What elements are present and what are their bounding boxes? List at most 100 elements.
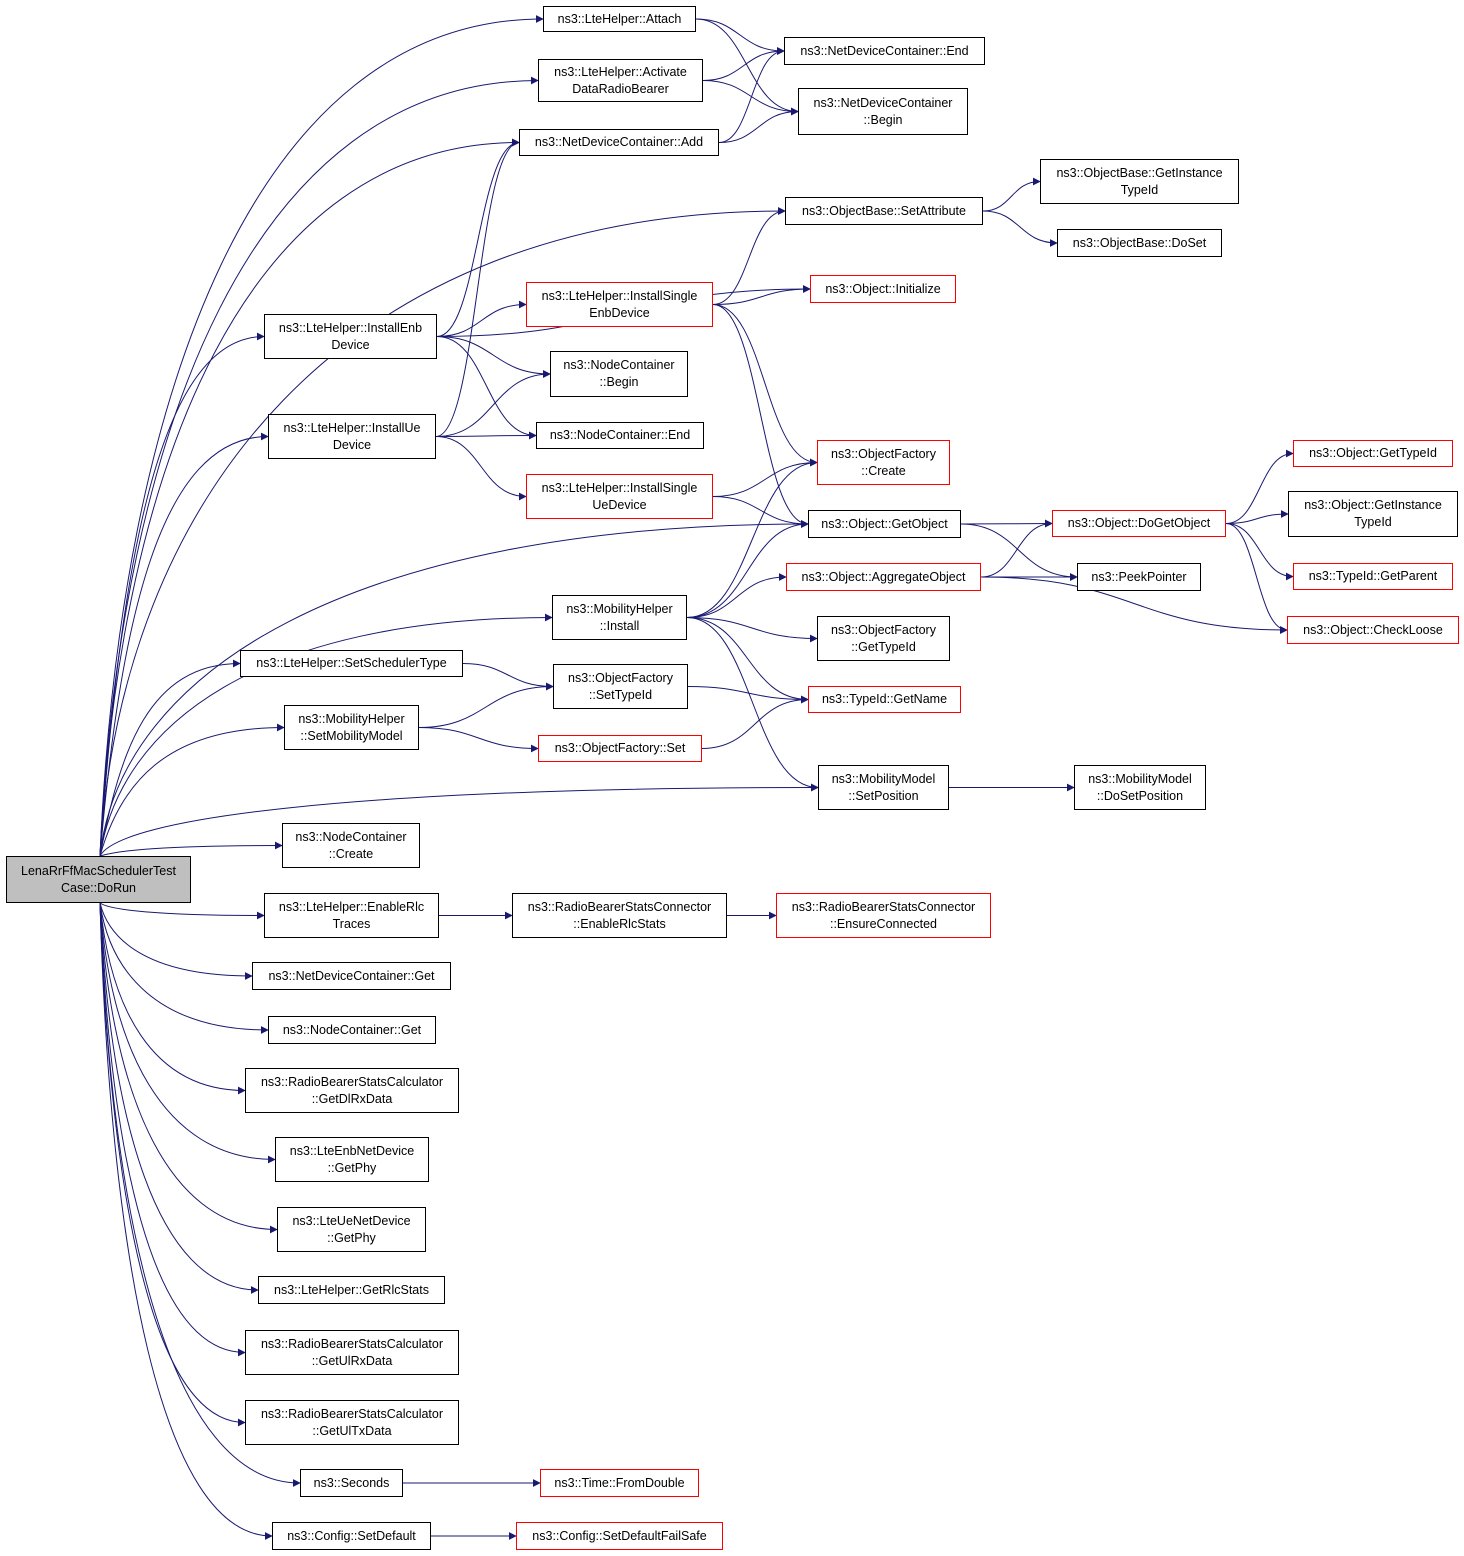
node-ltehelper-getrlcstats[interactable]: ns3::LteHelper::GetRlcStats: [258, 1276, 445, 1304]
edge-obj_dogetobject-to-obj_checkloose: [1225, 523, 1288, 634]
node-radiobearerstatscalculator-getulrxdata[interactable]: ns3::RadioBearerStatsCalculator ::GetUlR…: [245, 1330, 459, 1375]
node-netdevicecontainer-add[interactable]: ns3::NetDeviceContainer::Add: [519, 129, 719, 156]
edge-install_enb-to-install_single_enb: [436, 300, 527, 337]
node-time-fromdouble[interactable]: ns3::Time::FromDouble: [540, 1469, 699, 1497]
edge-install_enb-to-ndc_add: [436, 138, 520, 337]
edge-mob_install-to-obj_getobject: [686, 520, 809, 618]
edge-root-to-getrlcstats: [99, 902, 259, 1294]
node-netdevicecontainer-begin[interactable]: ns3::NetDeviceContainer ::Begin: [798, 88, 968, 135]
node-objectfactory-gettypeid[interactable]: ns3::ObjectFactory ::GetTypeId: [817, 616, 950, 661]
node-object-dogetobject[interactable]: ns3::Object::DoGetObject: [1052, 510, 1226, 537]
node-mobilitymodel-setposition[interactable]: ns3::MobilityModel ::SetPosition: [818, 765, 949, 810]
edge-root-to-nc_get: [99, 902, 269, 1034]
edge-install_enb-to-nc_end: [436, 336, 537, 440]
node-typeid-getparent[interactable]: ns3::TypeId::GetParent: [1293, 563, 1453, 590]
node-nodecontainer-get[interactable]: ns3::NodeContainer::Get: [268, 1016, 436, 1044]
edge-install_ue-to-ndc_add: [435, 138, 520, 437]
edge-obj_aggregate-to-obj_dogetobject: [980, 519, 1053, 578]
edge-activate-to-ndc_begin: [702, 80, 799, 116]
node-objectfactory-set[interactable]: ns3::ObjectFactory::Set: [538, 735, 702, 762]
edge-root-to-mob_install: [99, 613, 553, 857]
node-objectbase-doset[interactable]: ns3::ObjectBase::DoSet: [1057, 229, 1222, 257]
node-object-checkloose[interactable]: ns3::Object::CheckLoose: [1287, 616, 1459, 644]
node-peekpointer[interactable]: ns3::PeekPointer: [1077, 563, 1201, 591]
edge-ndc_add-to-ndc_end: [718, 47, 785, 143]
edge-install_ue-to-install_single_ue: [435, 436, 527, 501]
edge-set_sched-to-of_settypeid: [462, 663, 554, 691]
edge-root-to-config_setdefault: [99, 902, 273, 1540]
edge-install_ue-to-nc_end: [435, 431, 537, 440]
node-nodecontainer-begin[interactable]: ns3::NodeContainer ::Begin: [550, 351, 688, 397]
node-mobilitymodel-dosetposition[interactable]: ns3::MobilityModel ::DoSetPosition: [1074, 765, 1206, 810]
node-ltehelper-installsingleenbdevice[interactable]: ns3::LteHelper::InstallSingle EnbDevice: [526, 282, 713, 327]
edge-ob_setattr-to-ob_doset: [982, 210, 1058, 247]
edge-mob_install-to-obj_aggregate: [686, 573, 787, 618]
node-mobilityhelper-install[interactable]: ns3::MobilityHelper ::Install: [552, 595, 687, 640]
node-objectbase-setattribute[interactable]: ns3::ObjectBase::SetAttribute: [785, 197, 983, 225]
edge-activate-to-ndc_end: [702, 47, 785, 81]
edge-install_ue-to-nc_begin: [435, 370, 551, 437]
node-netdevicecontainer-end[interactable]: ns3::NetDeviceContainer::End: [784, 37, 985, 65]
node-object-gettypeid[interactable]: ns3::Object::GetTypeId: [1293, 440, 1453, 467]
node-radiobearerstatsconnector-ensureconnected[interactable]: ns3::RadioBearerStatsConnector ::EnsureC…: [776, 893, 991, 938]
edge-obj_getobject-to-peekpointer: [960, 523, 1078, 581]
edge-mob_install-to-mm_setpos: [686, 617, 819, 792]
node-radiobearerstatsconnector-enablerlcstats[interactable]: ns3::RadioBearerStatsConnector ::EnableR…: [512, 893, 727, 938]
edge-install_single_ue-to-obj_getobject: [712, 496, 809, 528]
edge-root-to-ue_getphy: [99, 902, 278, 1234]
node-mobilityhelper-setmobilitymodel[interactable]: ns3::MobilityHelper ::SetMobilityModel: [284, 705, 419, 750]
node-netdevicecontainer-get[interactable]: ns3::NetDeviceContainer::Get: [252, 962, 451, 990]
node-typeid-getname[interactable]: ns3::TypeId::GetName: [808, 686, 961, 713]
edge-obj_dogetobject-to-obj_gettypeid: [1225, 449, 1294, 524]
node-seconds[interactable]: ns3::Seconds: [300, 1469, 403, 1497]
edge-attach-to-ndc_end: [695, 18, 785, 55]
edge-install_single_enb-to-of_create: [712, 304, 818, 467]
node-root-lenarrffmacschedulertestcase-dorun: LenaRrFfMacSchedulerTest Case::DoRun: [6, 856, 191, 903]
edge-root-to-mm_setpos: [99, 783, 819, 857]
edge-of_set-to-typeid_getname: [701, 695, 809, 749]
node-nodecontainer-end[interactable]: ns3::NodeContainer::End: [536, 422, 704, 449]
edge-install_enb-to-nc_begin: [436, 336, 551, 378]
edge-install_single_enb-to-obj_getobject: [712, 304, 809, 528]
edge-root-to-ndc_get: [99, 902, 253, 980]
node-object-getobject[interactable]: ns3::Object::GetObject: [808, 510, 961, 538]
edge-attach-to-ndc_begin: [695, 18, 799, 116]
node-config-setdefaultfailsafe[interactable]: ns3::Config::SetDefaultFailSafe: [516, 1522, 723, 1550]
edge-root-to-ndc_add: [99, 138, 520, 857]
edge-obj_dogetobject-to-typeid_getparent: [1225, 523, 1294, 581]
node-ltehelper-activatedataradiobearer[interactable]: ns3::LteHelper::Activate DataRadioBearer: [538, 59, 703, 102]
node-object-getinstancetypeid[interactable]: ns3::Object::GetInstance TypeId: [1288, 491, 1458, 537]
edge-root-to-attach: [99, 15, 544, 857]
node-object-initialize[interactable]: ns3::Object::Initialize: [810, 275, 956, 303]
edge-ob_setattr-to-ob_getinst: [982, 177, 1041, 212]
node-objectfactory-settypeid[interactable]: ns3::ObjectFactory ::SetTypeId: [553, 664, 688, 709]
edge-root-to-rbscalc_dlrx: [99, 902, 246, 1095]
node-lteenbnetdevice-getphy[interactable]: ns3::LteEnbNetDevice ::GetPhy: [275, 1137, 429, 1182]
edge-install_single_enb-to-ob_setattr: [712, 207, 786, 305]
edge-obj_getobject-to-obj_dogetobject: [960, 519, 1053, 528]
edge-root-to-seconds: [99, 902, 301, 1487]
node-lteuenetdevice-getphy[interactable]: ns3::LteUeNetDevice ::GetPhy: [277, 1207, 426, 1252]
node-objectfactory-create[interactable]: ns3::ObjectFactory ::Create: [817, 440, 950, 485]
node-radiobearerstatscalculator-getdlrxdata[interactable]: ns3::RadioBearerStatsCalculator ::GetDlR…: [245, 1068, 459, 1113]
edge-root-to-enable_rlc: [99, 902, 265, 920]
node-objectbase-getinstancetypeid[interactable]: ns3::ObjectBase::GetInstance TypeId: [1040, 159, 1239, 204]
edge-mob_setmodel-to-of_set: [418, 727, 539, 753]
node-ltehelper-setschedulertype[interactable]: ns3::LteHelper::SetSchedulerType: [240, 650, 463, 677]
node-nodecontainer-create[interactable]: ns3::NodeContainer ::Create: [282, 823, 420, 868]
node-ltehelper-attach[interactable]: ns3::LteHelper::Attach: [543, 6, 696, 32]
edge-mob_install-to-of_gettypeid: [686, 617, 818, 643]
node-ltehelper-installsingleuedevice[interactable]: ns3::LteHelper::InstallSingle UeDevice: [526, 474, 713, 519]
edge-root-to-mob_setmodel: [99, 723, 285, 857]
edge-obj_aggregate-to-obj_checkloose: [980, 576, 1288, 634]
node-ltehelper-enablerlctraces[interactable]: ns3::LteHelper::EnableRlc Traces: [264, 893, 439, 938]
edge-root-to-rbscalc_ulrx: [99, 902, 246, 1357]
edge-install_single_enb-to-obj_init: [712, 285, 811, 305]
edge-root-to-install_ue: [99, 432, 269, 857]
node-config-setdefault[interactable]: ns3::Config::SetDefault: [272, 1522, 431, 1550]
node-radiobearerstatscalculator-getultxdata[interactable]: ns3::RadioBearerStatsCalculator ::GetUlT…: [245, 1400, 459, 1445]
node-object-aggregateobject[interactable]: ns3::Object::AggregateObject: [786, 563, 981, 591]
node-ltehelper-installenbdevice[interactable]: ns3::LteHelper::InstallEnb Device: [264, 314, 437, 359]
node-ltehelper-installuedevice[interactable]: ns3::LteHelper::InstallUe Device: [268, 414, 436, 459]
